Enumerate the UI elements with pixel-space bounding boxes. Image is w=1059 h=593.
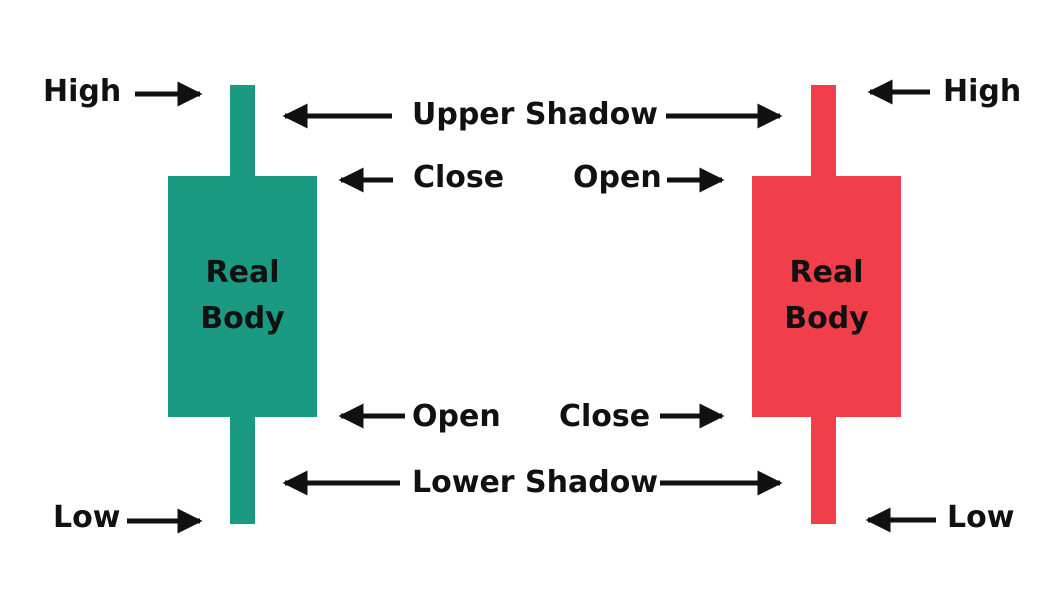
label-open-bullish: Open xyxy=(412,399,501,434)
label-open-bearish: Open xyxy=(573,160,662,195)
bearish-body-label: Real Body xyxy=(752,250,901,342)
bearish-lower-wick xyxy=(811,415,836,524)
bullish-candle xyxy=(168,85,317,524)
label-low-right: Low xyxy=(947,500,1015,535)
label-upper-shadow: Upper Shadow xyxy=(412,97,658,132)
bearish-body-line2: Body xyxy=(784,301,869,336)
bullish-lower-wick xyxy=(230,415,255,524)
bearish-real-body xyxy=(752,176,901,417)
bearish-upper-wick xyxy=(811,85,836,177)
label-lower-shadow: Lower Shadow xyxy=(412,465,659,500)
bearish-body-line1: Real xyxy=(789,255,864,290)
label-high-right: High xyxy=(943,74,1022,109)
bullish-real-body xyxy=(168,176,317,417)
bearish-candle xyxy=(752,85,901,524)
label-close-bullish: Close xyxy=(413,160,505,195)
bullish-body-line1: Real xyxy=(205,255,280,290)
label-close-bearish: Close xyxy=(559,399,651,434)
bullish-body-line2: Body xyxy=(200,301,285,336)
label-low-left: Low xyxy=(53,500,121,535)
bullish-body-label: Real Body xyxy=(168,250,317,342)
bullish-upper-wick xyxy=(230,85,255,177)
label-high-left: High xyxy=(43,74,122,109)
